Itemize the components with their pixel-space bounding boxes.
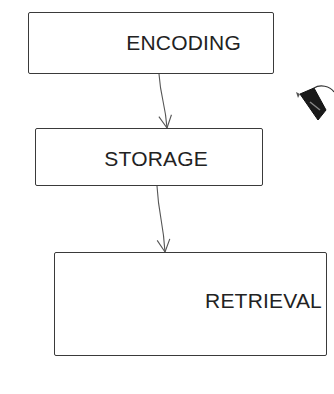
flow-arrow — [159, 74, 172, 128]
flow-arrow — [157, 186, 170, 252]
box-label: ENCODING — [126, 31, 241, 55]
process-box: ENCODING — [28, 12, 274, 74]
box-label: RETRIEVAL — [205, 289, 322, 313]
pen-illustration — [290, 80, 334, 140]
process-box: STORAGE — [35, 128, 263, 186]
box-label: STORAGE — [104, 147, 208, 171]
process-box: RETRIEVAL — [54, 252, 327, 356]
